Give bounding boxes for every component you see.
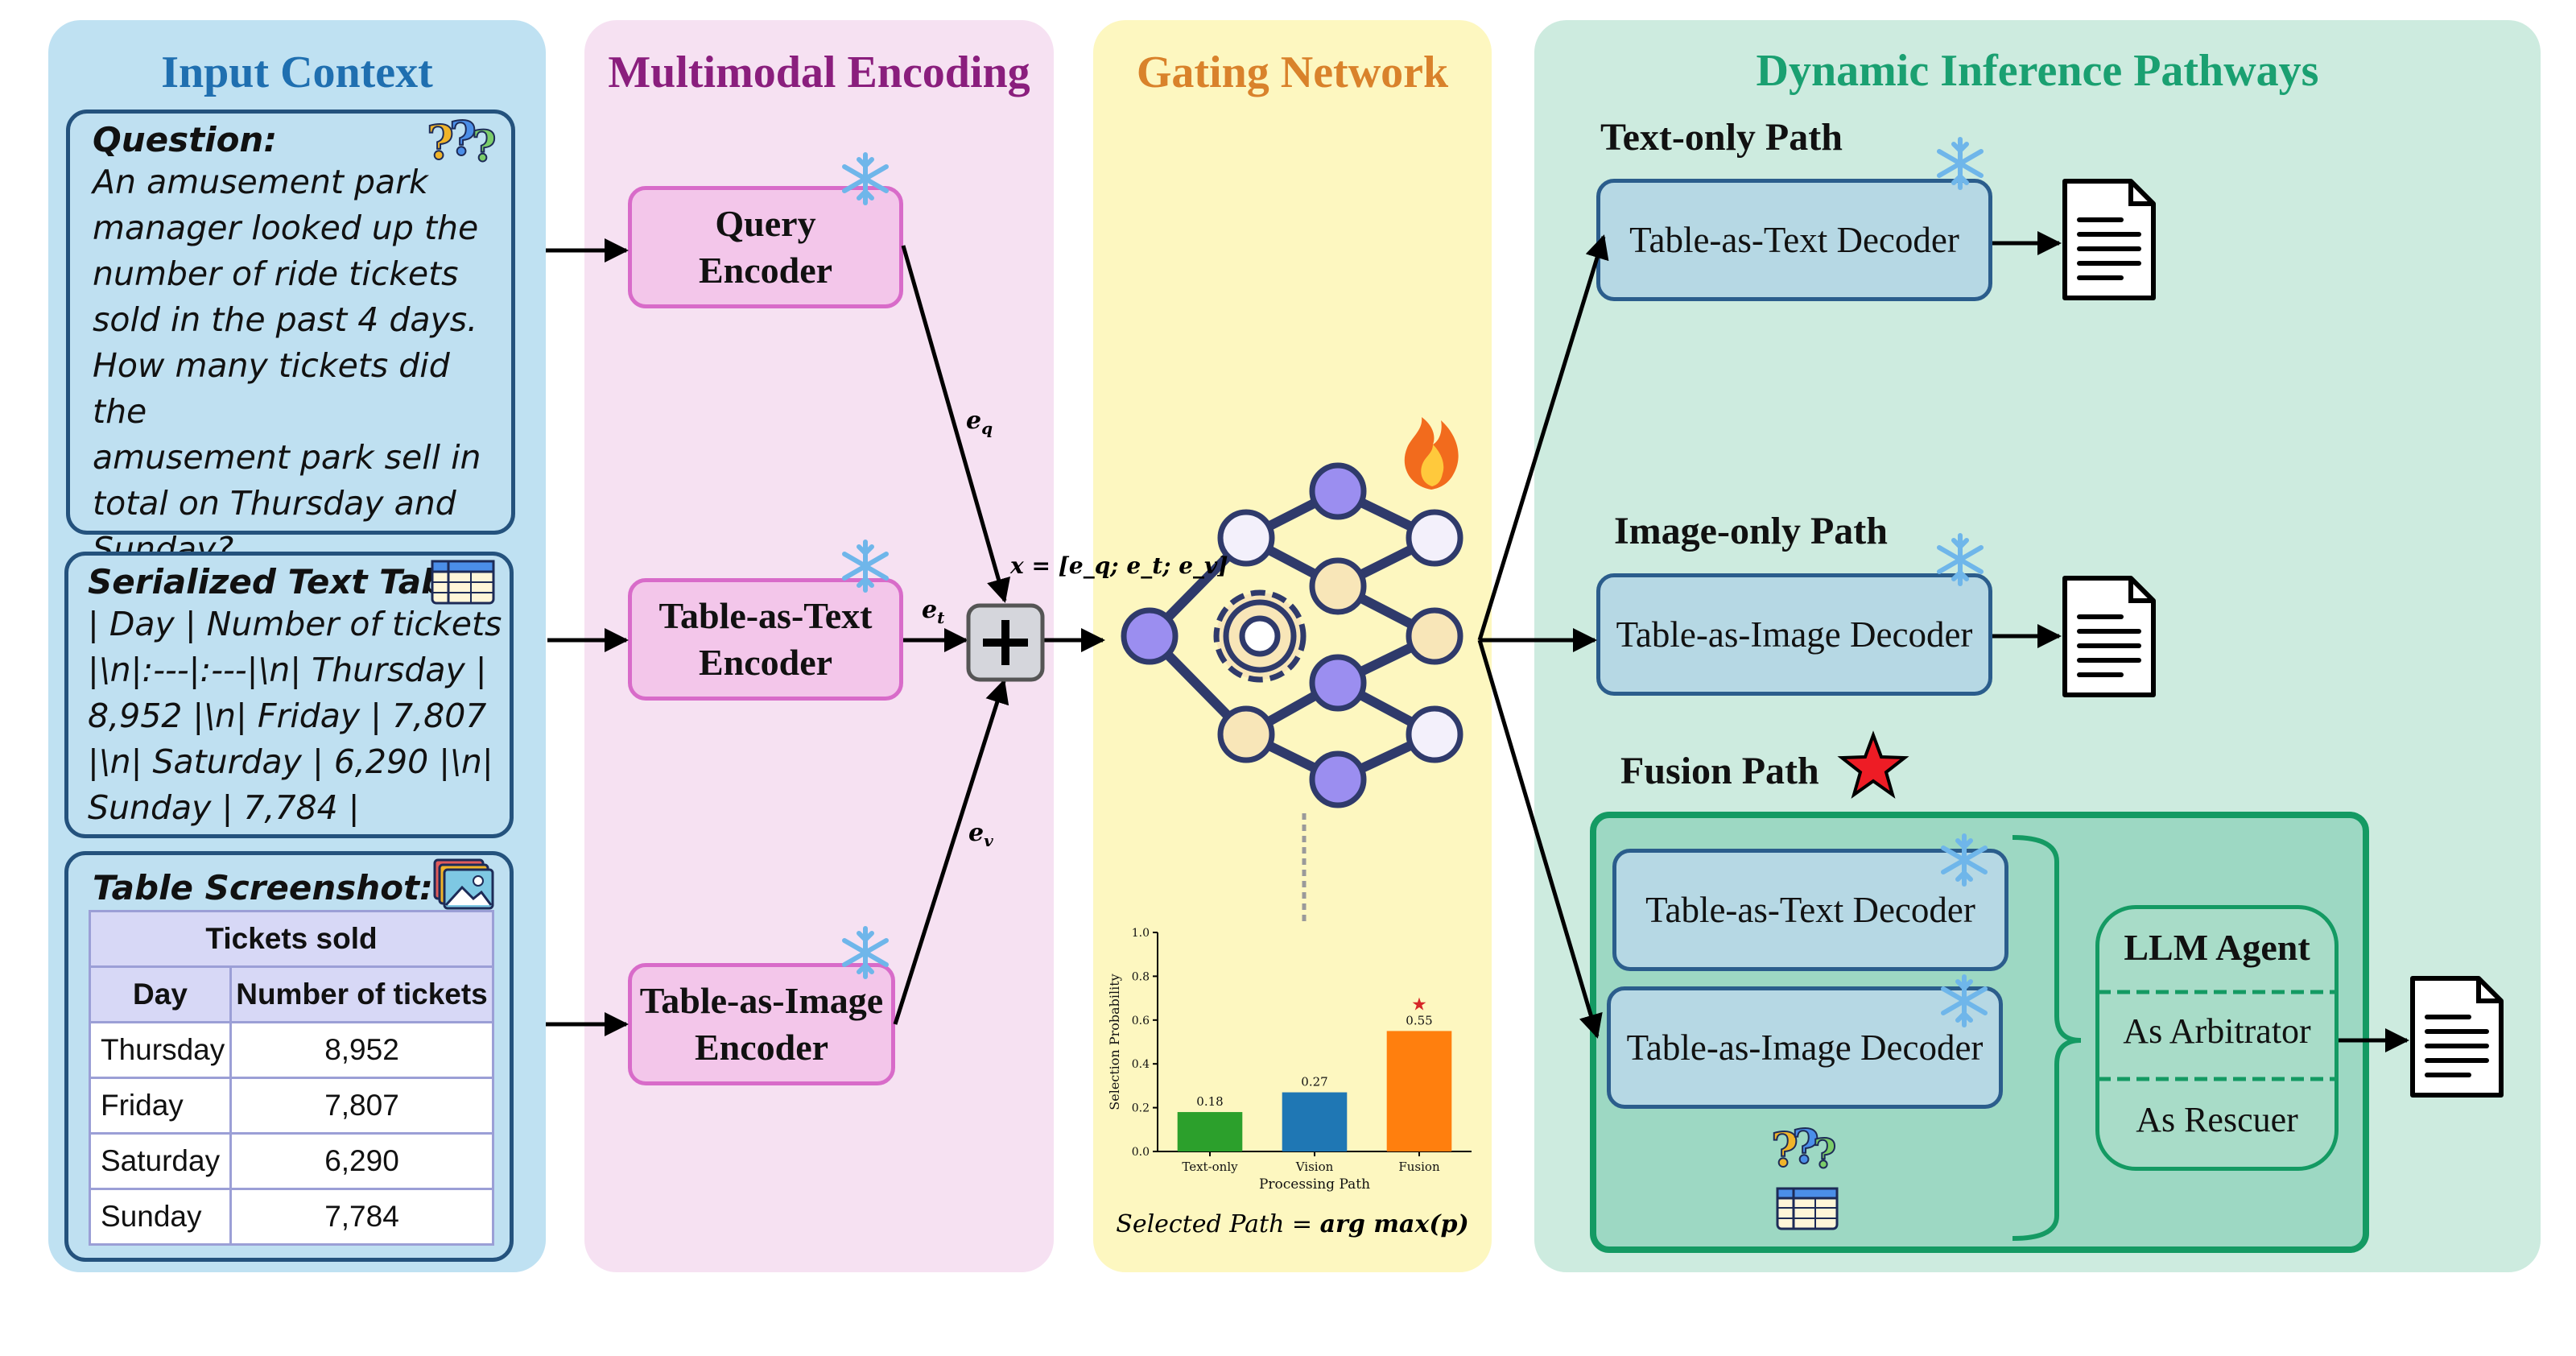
highlight-star-icon: ★ — [1411, 994, 1427, 1015]
frozen-snowflake-icon — [1939, 139, 1981, 188]
svg-text:?: ? — [1792, 1119, 1819, 1174]
tickets-table: Tickets sold Day Number of tickets Thurs… — [89, 910, 494, 1246]
frozen-snowflake-icon — [844, 542, 886, 590]
frozen-snowflake-icon — [1939, 535, 1981, 584]
llm-agent-title: LLM Agent — [2124, 927, 2310, 968]
table-icon — [1776, 1187, 1839, 1230]
y-tick-label: 0.6 — [1132, 1015, 1150, 1027]
gating-network-title: Gating Network — [1136, 48, 1449, 97]
table-screenshot-label: Table Screenshot: — [93, 868, 433, 907]
x-axis-label: Processing Path — [1259, 1176, 1370, 1192]
serialized-table-label: Serialized Text Table: — [88, 562, 493, 602]
image-only-decoder-box: Table-as-Image Decoder — [1596, 573, 1992, 696]
fusion-path-label: Fusion Path — [1620, 750, 1819, 792]
llm-agent-box — [2095, 905, 2339, 1171]
question-label: Question: — [93, 120, 278, 159]
image-only-path-label: Image-only Path — [1614, 510, 1888, 552]
bar-text-only — [1177, 1112, 1243, 1151]
multimodal-encoding-title: Multimodal Encoding — [608, 48, 1030, 97]
as-rescuer-label: As Rescuer — [2136, 1100, 2298, 1139]
table-caption: Tickets sold — [89, 910, 494, 968]
question-text: An amusement park manager looked up the … — [93, 163, 481, 568]
table-icon — [431, 560, 495, 605]
text-embedding-label: et — [922, 596, 945, 627]
y-tick-label: 0.4 — [1132, 1058, 1150, 1071]
x-tick-label: Vision — [1295, 1160, 1334, 1174]
frozen-snowflake-icon — [844, 155, 886, 203]
question-mark-icon: ? ? ? — [427, 114, 497, 171]
as-arbitrator-label: As Arbitrator — [2123, 1011, 2311, 1051]
x-tick-label: Fusion — [1398, 1160, 1440, 1174]
svg-text:?: ? — [1813, 1130, 1836, 1177]
table-header-day: Day — [89, 965, 232, 1023]
question-box: Question: An amusement park manager look… — [66, 110, 515, 568]
y-tick-label: 1.0 — [1132, 927, 1150, 940]
frozen-snowflake-icon — [1943, 977, 1985, 1025]
svg-text:?: ? — [449, 114, 477, 166]
input-context-title: Input Context — [161, 48, 433, 97]
dynamic-pathways-title: Dynamic Inference Pathways — [1756, 46, 2319, 96]
output-document-icon — [2065, 181, 2153, 298]
bar-value-label: 0.18 — [1196, 1094, 1223, 1109]
text-only-decoder-box: Table-as-Text Decoder — [1596, 179, 1992, 301]
svg-text:?: ? — [472, 122, 496, 171]
svg-text:?: ? — [427, 115, 454, 170]
bar-value-label: 0.55 — [1406, 1013, 1432, 1027]
x-tick-label: Text-only — [1182, 1160, 1238, 1174]
output-document-icon — [2065, 578, 2153, 695]
output-document-icon — [2413, 978, 2501, 1095]
fusion-image-decoder-box: Table-as-Image Decoder — [1607, 986, 2003, 1109]
image-gallery-icon — [433, 858, 494, 910]
serialized-table-box: Serialized Text Table: | Day | Number of… — [64, 552, 514, 838]
frozen-snowflake-icon — [1943, 836, 1985, 884]
query-embedding-label: eq — [966, 407, 993, 438]
gear-icon — [1213, 589, 1307, 683]
image-embedding-label: ev — [968, 819, 993, 850]
best-path-star-icon — [1837, 730, 1909, 799]
y-tick-label: 0.8 — [1132, 970, 1150, 983]
y-tick-label: 0.0 — [1132, 1146, 1150, 1159]
fusion-text-decoder-box: Table-as-Text Decoder — [1612, 849, 2008, 971]
concat-equation: x = [e_q; e_t; e_v] — [1010, 552, 1228, 579]
bar-vision — [1282, 1092, 1348, 1151]
text-only-path-label: Text-only Path — [1600, 116, 1843, 159]
bar-fusion — [1386, 1031, 1452, 1151]
selected-path-formula: Selected Path = arg max(p) — [1116, 1210, 1469, 1238]
table-header-tickets: Number of tickets — [229, 965, 494, 1023]
bar-value-label: 0.27 — [1301, 1075, 1327, 1089]
svg-text:?: ? — [1771, 1122, 1798, 1177]
y-tick-label: 0.2 — [1132, 1102, 1150, 1115]
question-mark-icon: ? ? ? — [1770, 1118, 1837, 1178]
y-axis-label: Selection Probability — [1107, 974, 1122, 1110]
frozen-snowflake-icon — [844, 928, 886, 977]
serialized-table-text: | Day | Number of tickets |\n|:---|:---|… — [88, 605, 502, 827]
trainable-fire-icon — [1404, 417, 1459, 490]
